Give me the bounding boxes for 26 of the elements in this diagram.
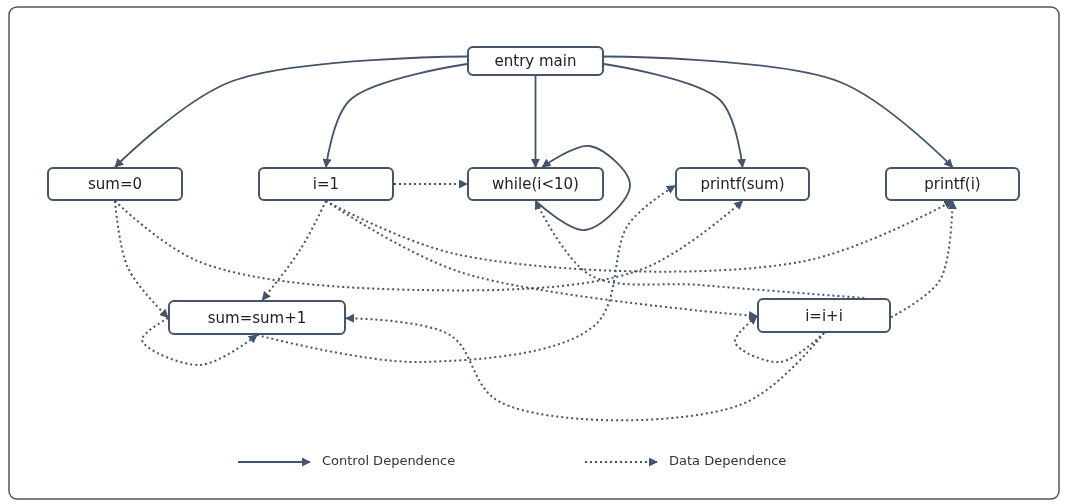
data-dependence-arrow [141,317,258,366]
statement-box: i=1 [258,167,394,201]
control-dependence-arrow [603,55,954,168]
statement-box: printf(sum) [675,167,810,201]
legend-label: Control Dependence [322,453,456,468]
data-dependence-arrow [890,200,957,319]
statement-box: sum=sum+1 [168,300,346,335]
data-dependence-arrow [345,313,825,422]
control-dependence-arrow [603,63,746,168]
data-dependence-arrow [325,200,758,320]
control-dependence-arrow [114,55,468,168]
data-dependence-arrow [256,184,676,363]
statement-box: while(i<10) [467,167,604,201]
statement-box: sum=0 [47,167,183,201]
data-dependence-arrow [261,200,327,301]
data-dependence-arrow [114,200,744,292]
legend-label: Data Dependence [669,453,787,468]
data-dependence-arrow [534,200,866,299]
data-dependence-arrow [114,200,169,319]
control-dependence-arrow [322,63,468,168]
data-dependence-arrow [734,315,825,364]
statement-box: entry main [467,46,604,76]
statement-box: i=i+i [757,298,891,333]
control-dependence-arrow [531,75,540,168]
data-dependence-arrow [393,179,468,189]
statement-box: printf(i) [885,167,1020,201]
